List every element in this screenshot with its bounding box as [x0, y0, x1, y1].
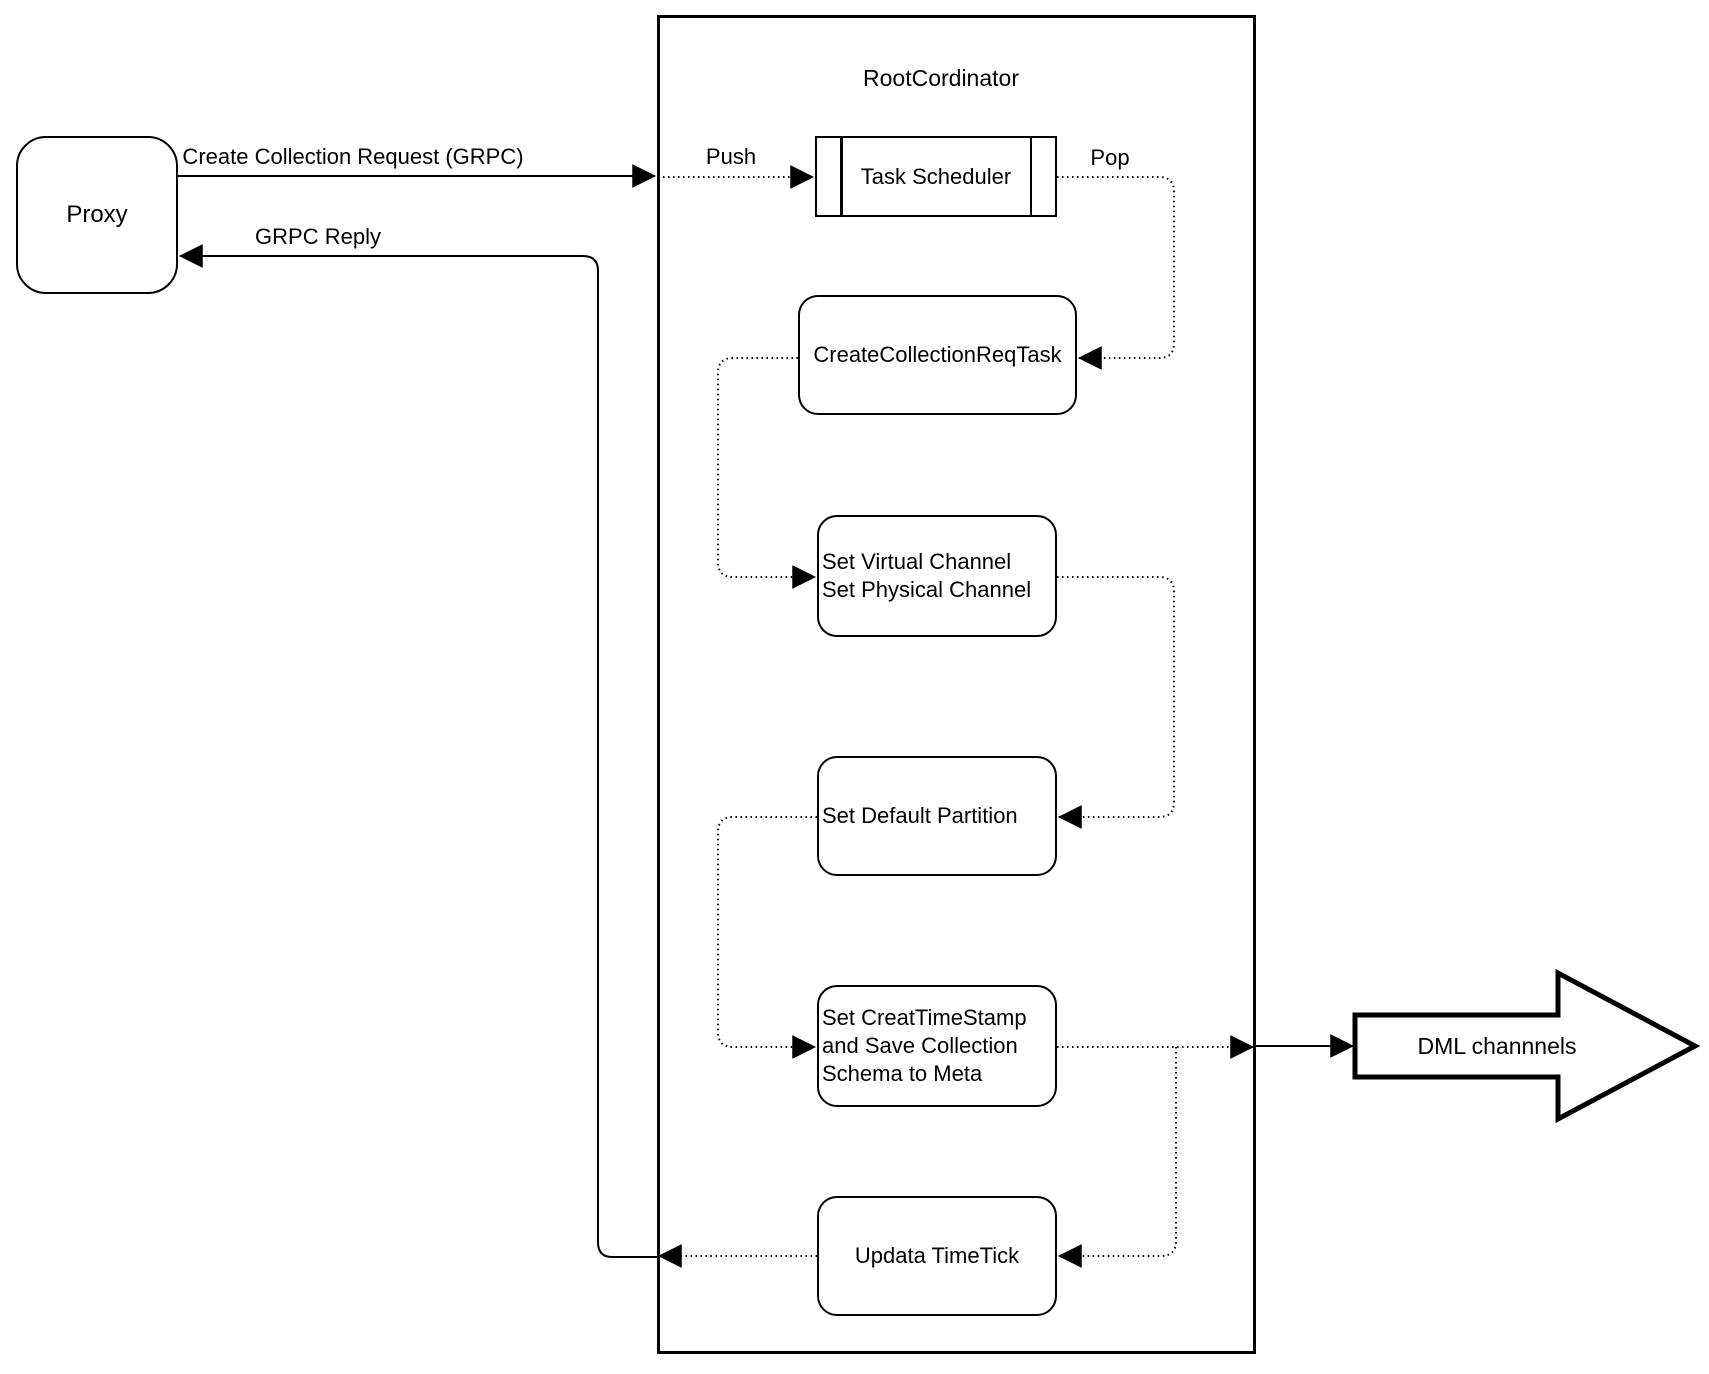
node-updata-timetick: Updata TimeTick: [817, 1196, 1057, 1316]
dml-channels-arrow-shape: [1352, 968, 1701, 1124]
node-set-channels: Set Virtual Channel Set Physical Channel: [817, 515, 1057, 637]
rootcoordinator-title: RootCordinator: [863, 65, 1019, 91]
grpc-reply-label: GRPC Reply: [255, 224, 381, 249]
arrow-reqtask-to-set-channels: [717, 357, 817, 589]
push-label: Push: [705, 144, 757, 169]
task-scheduler-label: Task Scheduler: [860, 163, 1012, 189]
rootcoordinator-container: [657, 15, 1256, 1354]
pop-label: Pop: [1090, 145, 1130, 170]
create-collection-req-task-label: CreateCollectionReqTask: [813, 342, 1062, 367]
create-collection-request-label: Create Collection Request (GRPC): [182, 144, 524, 169]
node-create-collection-req-task: CreateCollectionReqTask: [798, 295, 1077, 415]
set-virtual-channel-label: Set Virtual Channel: [822, 549, 1012, 574]
dml-channels-label: DML channnels: [1417, 1033, 1577, 1059]
node-proxy: Proxy: [16, 136, 178, 294]
set-creat-timestamp-line1: Set CreatTimeStamp: [822, 1005, 1027, 1030]
task-scheduler-right-bar: [1029, 138, 1032, 215]
node-task-scheduler: Task Scheduler: [815, 136, 1057, 217]
arrow-pop: [1057, 176, 1175, 370]
arrow-timestamp-branch-to-timetick: [1057, 1047, 1177, 1268]
arrow-set-channels-to-default-partition: [1057, 576, 1175, 829]
node-set-default-partition: Set Default Partition: [817, 756, 1057, 876]
updata-timetick-label: Updata TimeTick: [854, 1243, 1020, 1268]
task-scheduler-left-bar: [840, 138, 843, 215]
node-set-creat-timestamp: Set CreatTimeStamp and Save Collection S…: [817, 985, 1057, 1107]
set-physical-channel-label: Set Physical Channel: [822, 577, 1032, 602]
arrow-grpc-reply: [178, 244, 657, 1258]
set-creat-timestamp-line2: and Save Collection: [822, 1033, 1018, 1058]
set-default-partition-label: Set Default Partition: [822, 803, 1018, 828]
set-creat-timestamp-line3: Schema to Meta: [822, 1061, 983, 1086]
arrow-default-partition-to-timestamp: [717, 816, 817, 1059]
proxy-label: Proxy: [66, 201, 128, 228]
